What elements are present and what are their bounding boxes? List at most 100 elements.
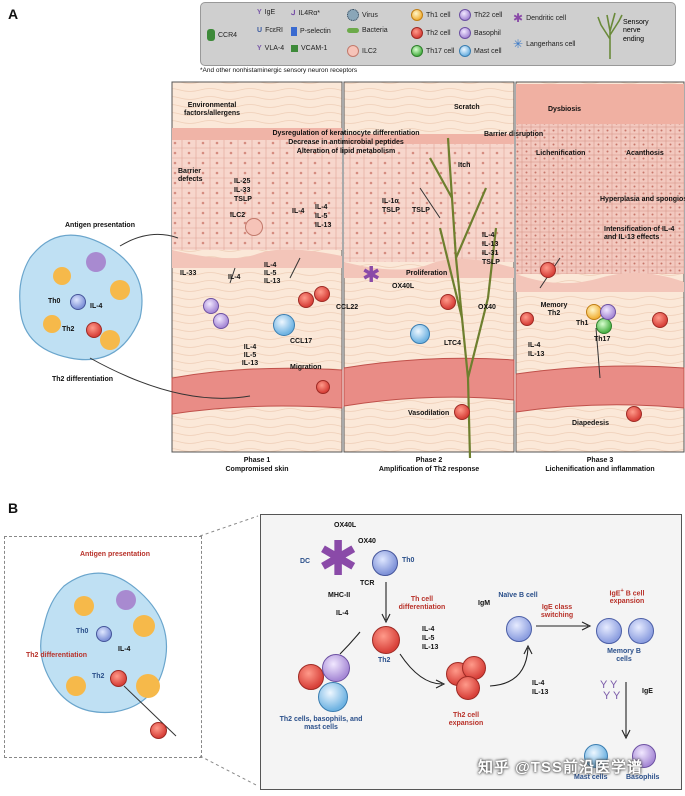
ige-label-b: IgE <box>642 688 653 695</box>
th2-cell-vessel-p2 <box>454 404 470 420</box>
proliferation-label: Proliferation <box>406 270 448 277</box>
il13-label-p2: IL-13 <box>482 241 499 248</box>
dendritic-cell-b: ✱ <box>318 533 359 586</box>
lymph-node-art-b <box>40 572 177 737</box>
ccl17-label: CCL17 <box>290 338 313 345</box>
th2-cell-icon <box>411 27 423 39</box>
th1-cell-icon <box>411 9 423 21</box>
basophil-icon <box>459 27 471 39</box>
phase3-title: Phase 3 <box>586 457 614 464</box>
legend-label: P-selectin <box>300 28 331 35</box>
phase2-title: Phase 2 <box>415 457 443 464</box>
panel-b-right-box <box>260 514 682 790</box>
memory-b-cell-2 <box>628 618 654 644</box>
th2-label-b: Th2 <box>92 673 105 680</box>
phase3-subtitle: Lichenification and inflammation <box>545 466 655 474</box>
group-th2-cell <box>298 664 324 690</box>
th22-cell-icon <box>459 9 471 21</box>
th-diff-label: Th cell differentiation <box>398 596 446 612</box>
legend-label: Virus <box>362 11 378 19</box>
ilc2-cell-icon <box>347 45 359 57</box>
legend-ilc2: ILC2 <box>347 45 377 57</box>
ige-antibody-icon: Y <box>257 9 262 16</box>
barrier-disruption-label: Barrier disruption <box>484 131 544 138</box>
env-factors-label: Environmental factors/allergens <box>183 102 241 118</box>
phase1-subtitle: Compromised skin <box>225 466 289 474</box>
diapedesis-label: Diapedesis <box>572 420 609 427</box>
il5-label-b: IL-5 <box>422 635 435 642</box>
il13-label-b2: IL-13 <box>532 689 549 696</box>
il25-label: IL-25 <box>234 178 251 185</box>
memory-th2-label: Memory Th2 <box>540 302 568 318</box>
legend-th2: Th2 cell <box>411 27 451 39</box>
watermark: 知乎 @TSS前沿医学谱 <box>478 759 643 776</box>
naive-b-cell <box>506 616 532 642</box>
basophil-b <box>632 744 656 768</box>
scratch-label: Scratch <box>454 104 480 111</box>
legend-label: IgE <box>264 9 276 16</box>
th2-cell-b <box>110 670 127 687</box>
dysregulation-line2: Decrease in antimicrobial peptides <box>288 139 404 146</box>
phase1-art <box>171 81 343 453</box>
vasodilation-label: Vasodilation <box>408 410 450 417</box>
il13-label-p1: IL-13 <box>264 278 281 285</box>
il4-label-p1b: IL-4 <box>264 262 277 269</box>
group-label: Th2 cells, basophils, and mast cells <box>279 716 363 732</box>
panel-b-left-box <box>4 536 202 758</box>
intensification-label: Intensification of IL-4 and IL-13 effect… <box>604 226 675 242</box>
legend-label: ILC2 <box>362 47 377 55</box>
legend-pselectin: P-selectin <box>291 27 331 36</box>
il4-mid-left: IL-4 <box>292 208 305 215</box>
panel-a-letter: A <box>8 6 19 22</box>
ige-expansion-pre: IgE <box>609 590 621 598</box>
th2-cell-p1 <box>298 292 314 308</box>
barrier-defects-label: Barrier defects <box>178 168 203 184</box>
th0-label-b-right: Th0 <box>402 557 415 564</box>
tslp-label-p2c: TSLP <box>482 259 500 266</box>
il5-mid: IL-5 <box>315 213 328 220</box>
th2-cell-p3b <box>520 312 534 326</box>
fceri-receptor-icon: U <box>257 27 263 34</box>
itch-label: Itch <box>458 162 471 169</box>
legend-label: Dendritic cell <box>526 14 567 22</box>
il31-label-p2: IL-31 <box>482 250 499 257</box>
il4-label-b3: IL-4 <box>532 680 545 687</box>
th2-expansion-label: Th2 cell expansion <box>448 712 484 728</box>
legend-label: VCAM-1 <box>301 45 328 52</box>
legend-bacteria: Bacteria <box>347 27 388 34</box>
tslp-label-p2b: TSLP <box>412 207 430 214</box>
ox40l-label-b: OX40L <box>334 522 357 529</box>
il4-label-b: IL-4 <box>118 646 131 653</box>
migration-label: Migration <box>290 364 322 371</box>
legend-label: IL4Rα* <box>298 9 320 17</box>
naive-b-label: Naïve B cell <box>498 592 538 599</box>
th17-cell-p3 <box>596 318 612 334</box>
legend-note: *And other nonhistaminergic sensory neur… <box>200 67 358 74</box>
vcam1-icon <box>291 45 298 52</box>
phase2-art <box>343 81 515 459</box>
memory-b-cell-1 <box>596 618 622 644</box>
th2-cell-b-right <box>372 626 400 654</box>
th2-cell-p3a <box>540 262 556 278</box>
antigen-presentation-label-a: Antigen presentation <box>64 222 135 229</box>
vla4-icon: Y <box>257 45 262 52</box>
panel-b-letter: B <box>8 500 19 516</box>
il13-label-b: IL-13 <box>422 644 439 651</box>
th2-cell-p1b <box>314 286 330 302</box>
panel-a-artwork <box>19 81 685 459</box>
dysbiosis-label: Dysbiosis <box>548 106 582 113</box>
legend-label: VLA-4 <box>264 45 285 52</box>
tcr-label: TCR <box>360 580 375 587</box>
dendritic-cell-p2: ✱ <box>362 262 381 287</box>
acanthosis-label: Acanthosis <box>626 150 664 157</box>
il4-label-p1a: IL-4 <box>228 274 241 281</box>
panel-b-arrows <box>339 582 631 740</box>
legend-mast: Mast cell <box>459 45 502 57</box>
th0-cell-a <box>70 294 86 310</box>
ige-antibodies-icon: Y Y Y Y <box>600 679 621 702</box>
dysregulation-line3: Alteration of lipid metabolism <box>296 148 396 155</box>
